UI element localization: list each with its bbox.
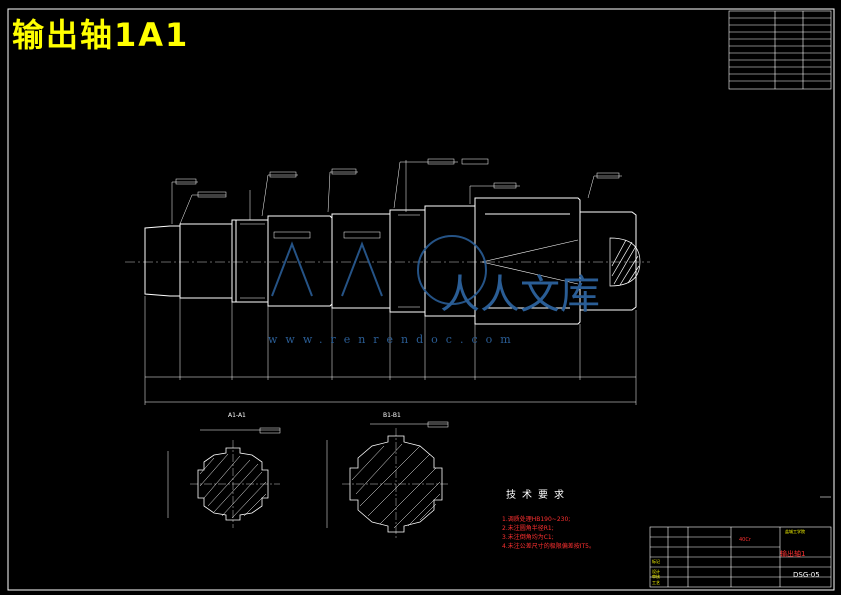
end-section-hatch	[609, 237, 641, 287]
section-b1	[326, 421, 450, 540]
title-block-part-name: 输出轴1	[780, 550, 806, 558]
tech-requirement-item: 4.未注公差尺寸的极限偏差按IT5。	[502, 543, 595, 550]
title-block	[649, 496, 832, 588]
title-block-label: 工艺	[652, 580, 660, 585]
section-a1	[167, 427, 281, 528]
tech-requirement-item: 2.未注圆角半径R1;	[502, 525, 554, 532]
title-block-label: 标记	[652, 559, 660, 564]
drawing-frame	[7, 8, 835, 591]
section-b1-label: B1-B1	[383, 412, 401, 419]
title-block-label: 审核	[652, 574, 660, 579]
title-block-school: 盐城工学院	[785, 529, 805, 534]
callouts	[171, 158, 622, 225]
title-block-material: 40Cr	[739, 537, 751, 543]
section-a1-label: A1-A1	[228, 412, 246, 419]
tech-requirements-heading: 技术要求	[506, 490, 570, 501]
drawing-title: 输出轴1A1	[12, 16, 190, 54]
tech-requirement-item: 3.未注倒角均为C1;	[502, 534, 554, 541]
watermark-text: 人人文库	[440, 272, 600, 318]
tech-requirement-item: 1.调质处理HB190~230;	[502, 516, 571, 523]
title-block-label: 设计	[652, 569, 660, 574]
dimension-chain	[144, 296, 637, 405]
title-block-drawing-code: DSG-05	[793, 571, 820, 579]
watermark-url: www.renrendoc.com	[268, 333, 519, 346]
watermark-logo	[271, 235, 487, 305]
parameter-table	[728, 10, 832, 90]
tech-requirements: 技术要求 1.调质处理HB190~230; 2.未注圆角半径R1; 3.未注倒角…	[502, 486, 595, 551]
